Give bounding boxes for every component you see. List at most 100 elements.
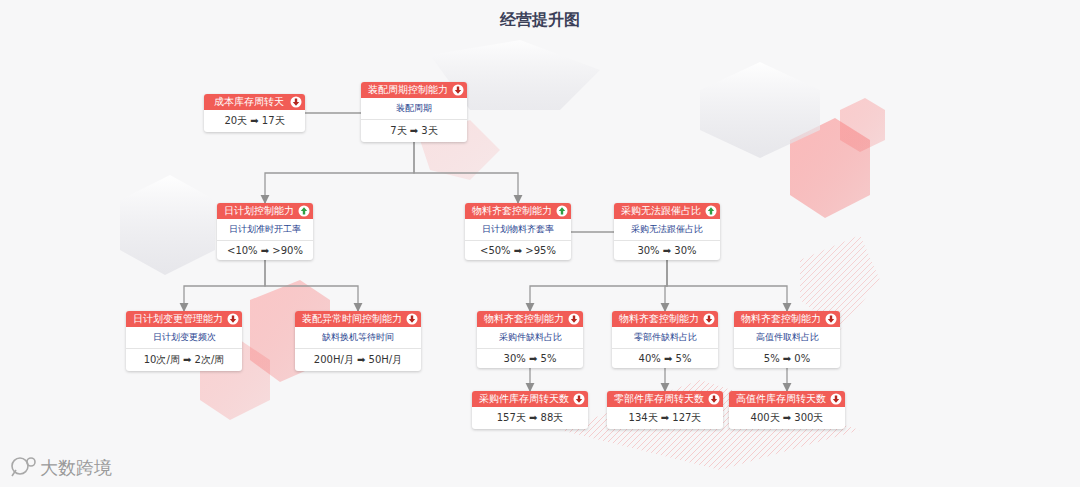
card-value-text: 400天 ➡ 300天 — [751, 412, 824, 423]
card-header-text: 高值件库存周转天数 — [736, 393, 826, 404]
down-icon — [227, 313, 239, 325]
card-value: <50% ➡ >95% — [465, 241, 571, 260]
title-wrap: 经营提升图 — [0, 10, 1080, 31]
card-value-text: 10次/周 ➡ 2次/周 — [144, 354, 225, 365]
card-header-text: 装配异常时间控制能力 — [302, 313, 402, 324]
card-header-text: 物料齐套控制能力 — [484, 313, 564, 324]
card-value-text: 134天 ➡ 127天 — [629, 412, 702, 423]
down-icon — [568, 313, 580, 325]
card-subtitle: 采购无法跟催占比 — [614, 219, 720, 241]
card-value: 30% ➡ 5% — [477, 349, 583, 368]
down-icon — [708, 393, 720, 405]
down-icon — [825, 313, 837, 325]
card-subtitle: 装配周期 — [361, 98, 467, 120]
card-header: 装配周期控制能力 — [361, 82, 467, 98]
card-subtitle-text: 采购无法跟催占比 — [631, 224, 703, 234]
card-header: 日计划变更管理能力 — [126, 311, 242, 327]
watermark-wrap: 大数跨境 — [40, 456, 112, 480]
connector — [305, 112, 361, 113]
card-header-text: 零部件库存周转天数 — [614, 393, 704, 404]
card-header-text: 装配周期控制能力 — [368, 84, 448, 95]
card-header-text: 物料齐套控制能力 — [619, 313, 699, 324]
up-icon — [705, 205, 717, 217]
watermark-logo — [12, 458, 35, 476]
card-header: 成本库存周转天 — [204, 94, 305, 110]
card-header: 物料齐套控制能力 — [734, 311, 840, 327]
card-subtitle: 缺料换机等待时间 — [295, 327, 421, 349]
card-subtitle-text: 日计划变更频次 — [153, 332, 216, 342]
card-value: 30% ➡ 30% — [614, 241, 720, 260]
card-subtitle-text: 日计划物料齐套率 — [482, 224, 554, 234]
card-header: 物料齐套控制能力 — [477, 311, 583, 327]
metric-card: 日计划变更管理能力日计划变更频次 10次/周 ➡ 2次/周 — [126, 311, 242, 371]
card-header: 采购无法跟催占比 — [614, 203, 720, 219]
card-subtitle-text: 零部件缺料占比 — [634, 332, 697, 342]
connector — [414, 142, 518, 203]
metric-card: 采购件库存周转天数 157天 ➡ 88天 — [472, 391, 588, 429]
connector — [529, 368, 530, 391]
card-value: 7天 ➡ 3天 — [361, 120, 467, 142]
up-icon — [556, 205, 568, 217]
card-value: 157天 ➡ 88天 — [472, 407, 588, 429]
card-value-text: <10% ➡ >90% — [227, 245, 303, 256]
up-icon — [298, 205, 310, 217]
down-icon — [406, 313, 418, 325]
card-value: 40% ➡ 5% — [612, 349, 718, 368]
metric-card: 零部件库存周转天数 134天 ➡ 127天 — [607, 391, 723, 429]
watermark-text: 大数跨境 — [40, 457, 112, 478]
card-header: 高值件库存周转天数 — [729, 391, 845, 407]
card-subtitle-text: 日计划准时开工率 — [229, 224, 301, 234]
card-header: 装配异常时间控制能力 — [295, 311, 421, 327]
card-header-text: 采购件库存周转天数 — [479, 393, 569, 404]
connector — [265, 142, 414, 203]
down-icon — [290, 96, 302, 108]
down-icon — [573, 393, 585, 405]
metric-card: 物料齐套控制能力高值件取料占比 5% ➡ 0% — [734, 311, 840, 368]
card-subtitle: 日计划变更频次 — [126, 327, 242, 349]
card-subtitle: 零部件缺料占比 — [612, 327, 718, 349]
card-header: 物料齐套控制能力 — [612, 311, 718, 327]
deco-blocks — [120, 40, 885, 470]
card-value: 134天 ➡ 127天 — [607, 407, 723, 429]
card-value: 200H/月 ➡ 50H/月 — [295, 349, 421, 371]
card-subtitle-text: 缺料换机等待时间 — [322, 332, 394, 342]
connector — [530, 260, 667, 311]
metric-card: 成本库存周转天 20天 ➡ 17天 — [204, 94, 305, 132]
card-value: 400天 ➡ 300天 — [729, 407, 845, 429]
connector — [571, 231, 614, 232]
card-header-text: 采购无法跟催占比 — [621, 205, 701, 216]
connector — [786, 368, 787, 391]
card-subtitle-text: 高值件取料占比 — [756, 332, 819, 342]
connector — [265, 260, 358, 311]
down-icon — [703, 313, 715, 325]
card-subtitle: 日计划物料齐套率 — [465, 219, 571, 241]
card-value: <10% ➡ >90% — [217, 241, 313, 260]
metric-card: 采购无法跟催占比采购无法跟催占比30% ➡ 30% — [614, 203, 720, 260]
metric-card: 高值件库存周转天数 400天 ➡ 300天 — [729, 391, 845, 429]
card-value-text: 30% ➡ 30% — [637, 245, 696, 256]
card-subtitle: 高值件取料占比 — [734, 327, 840, 349]
card-subtitle: 日计划准时开工率 — [217, 219, 313, 241]
card-value: 20天 ➡ 17天 — [204, 110, 305, 132]
card-value-text: 20天 ➡ 17天 — [224, 115, 284, 126]
connector — [184, 260, 265, 311]
card-header-text: 成本库存周转天 — [214, 96, 284, 107]
connector — [664, 368, 665, 391]
card-subtitle-text: 采购件缺料占比 — [499, 332, 562, 342]
card-value-text: 200H/月 ➡ 50H/月 — [314, 354, 402, 365]
metric-card: 物料齐套控制能力采购件缺料占比 30% ➡ 5% — [477, 311, 583, 368]
card-header: 日计划控制能力 — [217, 203, 313, 219]
card-header: 物料齐套控制能力 — [465, 203, 571, 219]
card-subtitle-text: 装配周期 — [396, 103, 432, 113]
card-value-text: <50% ➡ >95% — [480, 245, 556, 256]
card-header-text: 日计划控制能力 — [224, 205, 294, 216]
card-header-text: 物料齐套控制能力 — [741, 313, 821, 324]
card-subtitle: 采购件缺料占比 — [477, 327, 583, 349]
card-header-text: 日计划变更管理能力 — [133, 313, 223, 324]
card-value-text: 5% ➡ 0% — [764, 353, 810, 364]
connector — [667, 260, 787, 311]
down-icon — [452, 84, 464, 96]
card-value-text: 40% ➡ 5% — [639, 353, 692, 364]
metric-card: 物料齐套控制能力零部件缺料占比 40% ➡ 5% — [612, 311, 718, 368]
card-header-text: 物料齐套控制能力 — [472, 205, 552, 216]
